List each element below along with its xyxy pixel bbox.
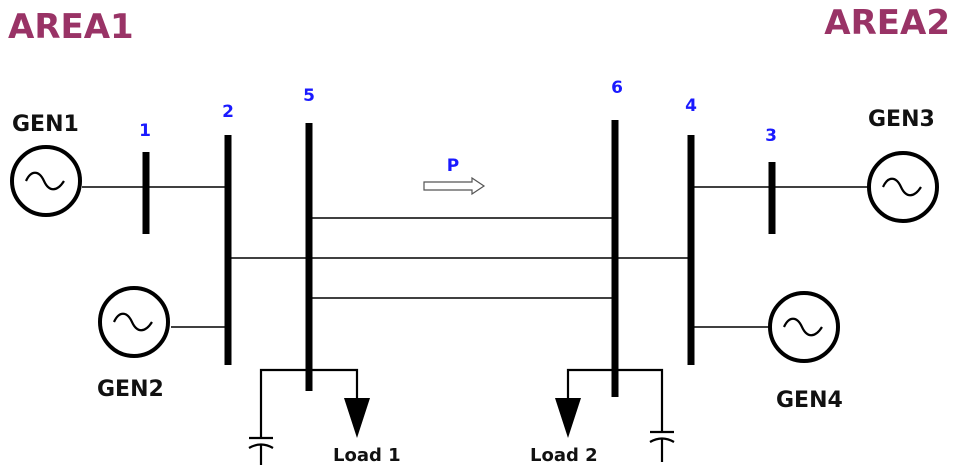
capacitor-2-icon	[649, 430, 675, 462]
bus5-label: 5	[303, 86, 315, 106]
bus6-label: 6	[611, 78, 623, 98]
load1-down-arrow-icon	[344, 398, 370, 438]
bus5-shunt-feeder	[259, 368, 359, 438]
load2-down-arrow-icon	[555, 398, 581, 438]
gen1-label: GEN1	[12, 112, 79, 137]
gen2-label: GEN2	[97, 377, 164, 402]
connection-lines	[82, 186, 868, 328]
gen1-sine-wave-circle-icon	[10, 145, 82, 217]
gen2-sine-wave-circle-icon	[98, 286, 170, 358]
power-flow-arrow-icon	[423, 176, 486, 196]
bus6-shunt-feeder	[566, 368, 664, 432]
power-flow-label: P	[447, 156, 459, 176]
area2-label: AREA2	[824, 3, 950, 43]
capacitor-1-icon	[248, 436, 274, 465]
gen3-label: GEN3	[868, 107, 935, 132]
bus1-label: 1	[139, 121, 151, 141]
gen4-label: GEN4	[776, 388, 843, 413]
gen4-sine-wave-circle-icon	[768, 291, 840, 363]
bus3-label: 3	[765, 126, 777, 146]
load2-label: Load 2	[530, 445, 598, 466]
bus2-label: 2	[222, 102, 234, 122]
area1-label: AREA1	[8, 7, 134, 47]
gen3-sine-wave-circle-icon	[867, 151, 939, 223]
load1-label: Load 1	[333, 445, 401, 466]
bus4-label: 4	[685, 96, 697, 116]
